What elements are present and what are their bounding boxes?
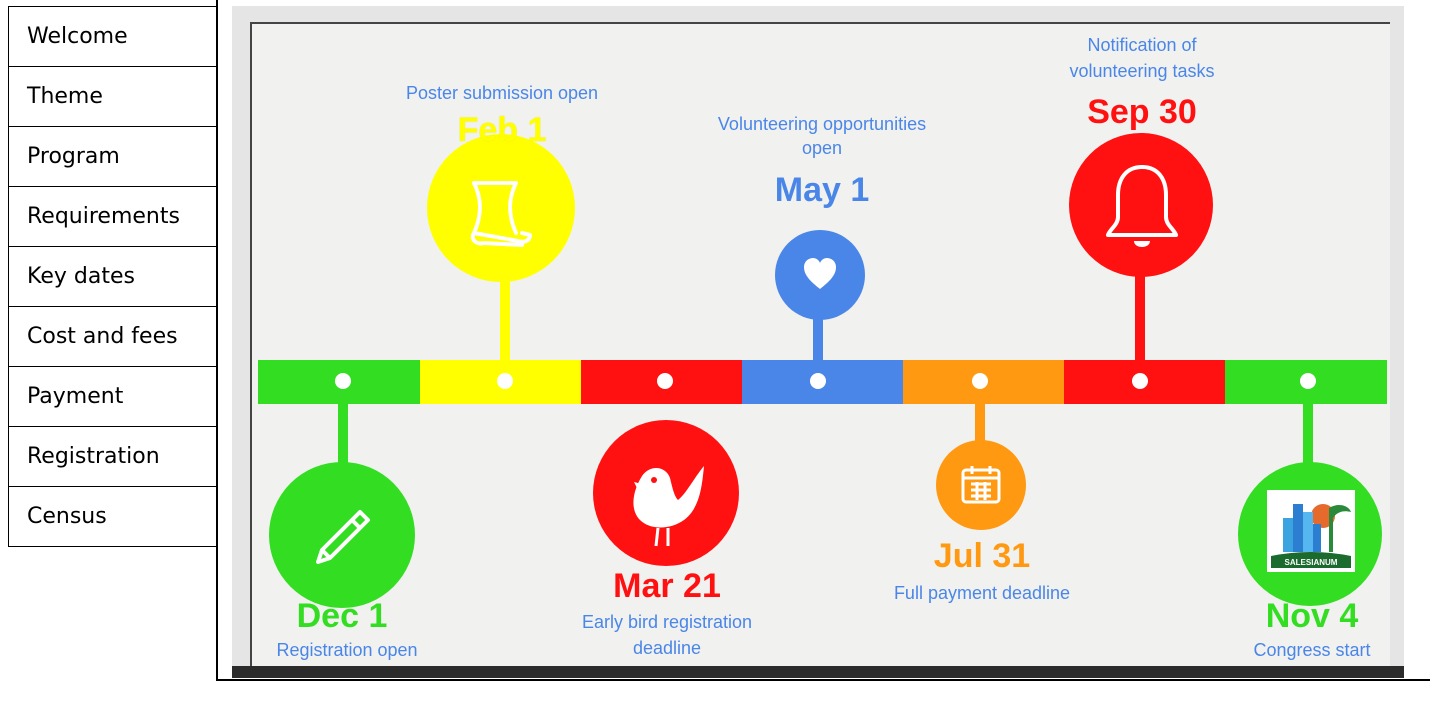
sep30-date: Sep 30	[1087, 93, 1197, 131]
bell-icon	[1106, 165, 1178, 247]
feb1-label: Poster submission open	[405, 83, 599, 103]
jul31-date: Jul 31	[933, 537, 1031, 575]
feb1-date: Feb 1	[457, 111, 547, 149]
timeline-image-footer	[232, 666, 1404, 678]
nav-item-cost-and-fees[interactable]: Cost and fees	[8, 306, 218, 367]
sidebar-nav: Welcome Theme Program Requirements Key d…	[8, 6, 218, 547]
may1-label-line1: Volunteering opportunities	[717, 114, 927, 134]
timeline-dot	[335, 373, 351, 389]
may1-label-line2: open	[801, 138, 843, 158]
jul31-label: Full payment deadline	[893, 583, 1071, 603]
timeline-stem	[975, 404, 985, 446]
mar21-label-line1: Early bird registration	[581, 612, 753, 632]
calendar-icon	[961, 466, 1001, 504]
salesianum-logo-text: SALESIANUM	[1285, 558, 1338, 567]
salesianum-logo-icon: SALESIANUM	[1267, 490, 1355, 572]
timeline-dot	[1300, 373, 1316, 389]
nav-item-census[interactable]: Census	[8, 486, 218, 547]
nav-item-key-dates[interactable]: Key dates	[8, 246, 218, 307]
dec1-label: Registration open	[276, 640, 418, 660]
heart-icon	[804, 258, 836, 289]
timeline-dot	[1132, 373, 1148, 389]
timeline-stem	[1303, 404, 1313, 464]
nav-item-welcome[interactable]: Welcome	[8, 6, 218, 67]
nav-item-theme[interactable]: Theme	[8, 66, 218, 127]
mar21-date: Mar 21	[613, 567, 721, 605]
timeline-dot	[972, 373, 988, 389]
timeline-dot	[497, 373, 513, 389]
mar21-label-line2: deadline	[632, 638, 702, 658]
content-border-left	[216, 0, 218, 680]
sep30-label-line1: Notification of	[1087, 35, 1197, 55]
bird-icon	[633, 466, 704, 547]
key-dates-timeline-image: Dec 1 Registration open Feb 1 Poster sub…	[232, 6, 1404, 678]
poster-submission-circle	[427, 134, 575, 282]
content-border-bottom	[216, 679, 1430, 681]
sep30-label-line2: volunteering tasks	[1069, 61, 1215, 81]
timeline-stem	[813, 302, 823, 360]
nav-item-requirements[interactable]: Requirements	[8, 186, 218, 247]
nov4-label: Congress start	[1253, 640, 1371, 660]
timeline-stem	[1135, 276, 1145, 360]
dec1-date: Dec 1	[296, 597, 388, 635]
scroll-icon	[470, 181, 532, 247]
registration-open-circle	[269, 462, 415, 608]
timeline-stem	[500, 276, 510, 360]
timeline-dot	[657, 373, 673, 389]
pencil-icon	[316, 510, 370, 564]
nov4-date: Nov 4	[1265, 597, 1359, 635]
nav-item-registration[interactable]: Registration	[8, 426, 218, 487]
nav-item-payment[interactable]: Payment	[8, 366, 218, 427]
timeline-stem	[338, 404, 348, 464]
may1-date: May 1	[774, 171, 870, 209]
timeline-dot	[810, 373, 826, 389]
volunteer-notification-circle	[1069, 133, 1213, 277]
nav-item-program[interactable]: Program	[8, 126, 218, 187]
